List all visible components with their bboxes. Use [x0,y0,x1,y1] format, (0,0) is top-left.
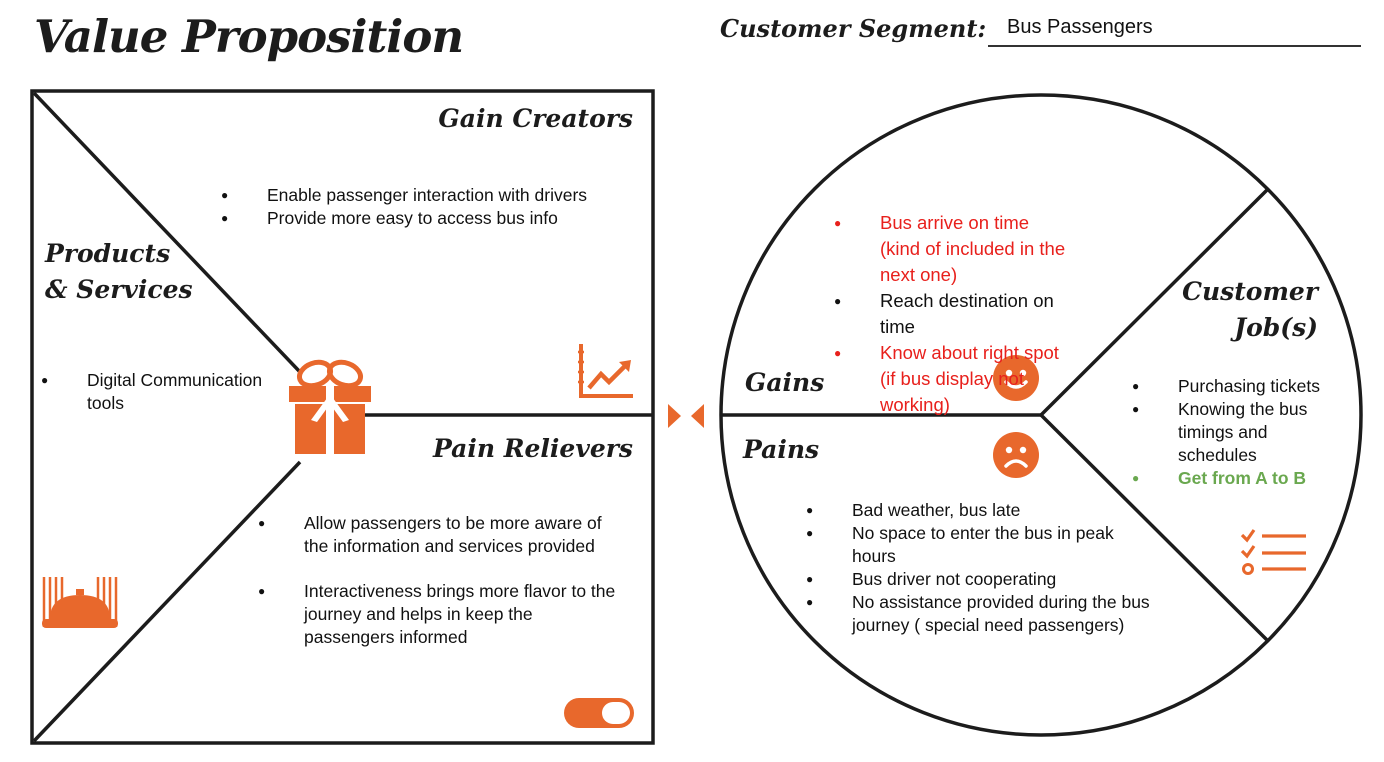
service-bell-icon [42,577,118,628]
list-item: Enable passenger interaction with driver… [221,184,641,207]
list-item: Digital Communication tools [41,369,291,415]
products-services-title: Products & Services [45,236,193,308]
gain-creators-title: Gain Creators [438,104,633,133]
list-item: Allow passengers to be more aware of the… [258,512,623,558]
customer-segment-underline [988,45,1361,47]
customer-segment-value[interactable]: Bus Passengers [1007,16,1153,38]
list-item: Interactiveness brings more flavor to th… [258,580,623,649]
list-item: No space to enter the bus in peak hours [806,522,1151,568]
page-title: Value Proposition [34,10,464,63]
gains-list: Bus arrive on time (kind of included in … [834,210,1074,418]
gain-creators-list: Enable passenger interaction with driver… [221,184,641,230]
gains-title: Gains [745,368,825,397]
list-item: Provide more easy to access bus info [221,207,641,230]
customer-jobs-list: Purchasing tickets Knowing the bus timin… [1132,375,1342,490]
list-item: Reach destination on time [834,288,1074,340]
pains-title: Pains [743,435,820,464]
list-item: No assistance provided during the bus jo… [806,591,1151,637]
checklist-icon [1240,529,1306,575]
list-item: Get from A to B [1132,467,1342,490]
products-services-title-line2: & Services [45,275,193,304]
toggle-icon [564,698,634,728]
list-item: Know about right spot (if bus display no… [834,340,1074,418]
bowtie-arrows-icon [668,404,704,428]
pain-relievers-list: Allow passengers to be more aware of the… [258,512,623,649]
products-services-list: Digital Communication tools [41,369,291,415]
growth-chart-icon [578,344,633,398]
list-item: Knowing the bus timings and schedules [1132,398,1342,467]
sad-face-icon [993,432,1039,478]
customer-segment-label: Customer Segment: [720,14,987,43]
gift-icon [289,359,371,454]
list-item: Bus arrive on time (kind of included in … [834,210,1074,288]
pains-list: Bad weather, bus late No space to enter … [806,499,1151,637]
list-item: Purchasing tickets [1132,375,1342,398]
customer-jobs-title: Customer Job(s) [1182,274,1318,346]
list-item: Bus driver not cooperating [806,568,1151,591]
customer-jobs-title-line1: Customer [1182,277,1318,306]
customer-jobs-title-line2: Job(s) [1234,313,1318,342]
products-services-title-line1: Products [45,239,171,268]
pain-relievers-title: Pain Relievers [433,434,633,463]
list-item: Bad weather, bus late [806,499,1151,522]
